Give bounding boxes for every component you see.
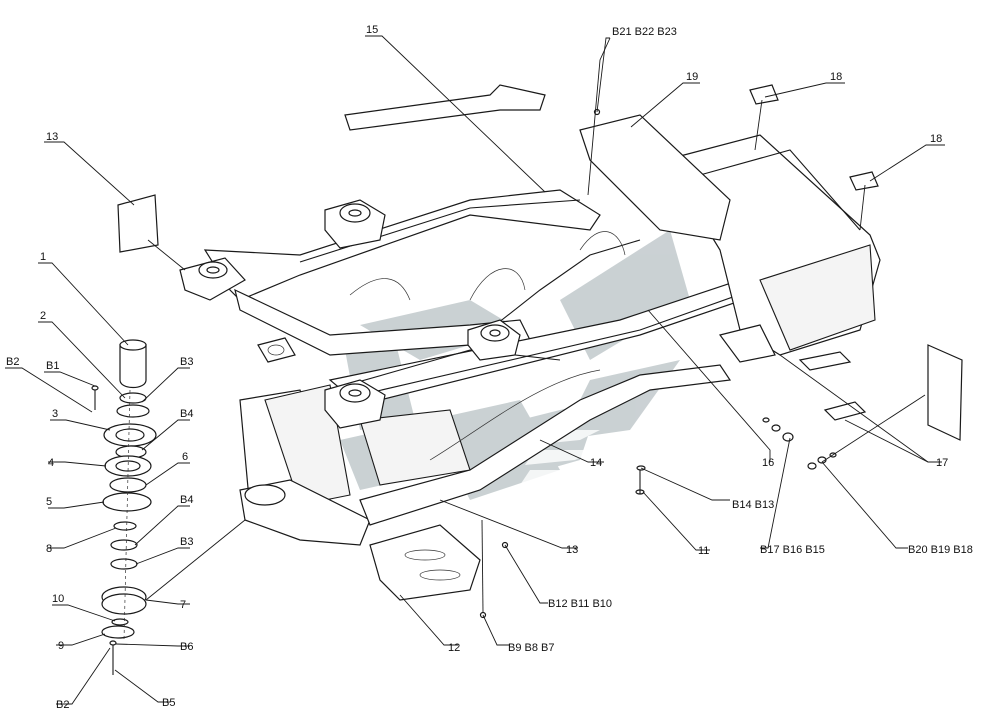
callout-15: 15 [366, 24, 378, 36]
mount-pad [324, 379, 386, 429]
bolt-16 [762, 417, 794, 442]
callout-16: 16 [762, 457, 774, 469]
callout-B17: B17 B16 B15 [760, 544, 825, 556]
side-plate [927, 344, 963, 441]
callout-B6: B6 [180, 641, 193, 653]
mount-pad [324, 199, 386, 249]
callout-19: 19 [686, 71, 698, 83]
callout-B21: B21 B22 B23 [612, 26, 677, 38]
bolt-11 [635, 465, 646, 495]
callout-B4b: B4 [180, 494, 193, 506]
main-frame [179, 114, 881, 601]
callout-3: 3 [52, 408, 58, 420]
callout-17: 17 [936, 457, 948, 469]
callout-12: 12 [448, 642, 460, 654]
callout-B12: B12 B11 B10 [548, 598, 612, 610]
callout-10: 10 [52, 593, 64, 605]
callout-1: 1 [40, 251, 46, 263]
callout-13b: 13 [566, 544, 578, 556]
callout-13a: 13 [46, 131, 58, 143]
callout-B4a: B4 [180, 408, 193, 420]
callout-B1: B1 [46, 360, 59, 372]
bracket-18b [849, 171, 879, 191]
callout-14: 14 [590, 457, 602, 469]
callout-8: 8 [46, 543, 52, 555]
callout-4: 4 [48, 457, 54, 469]
exploded-bearing-stack [91, 339, 157, 675]
callout-B3a: B3 [180, 356, 193, 368]
mount-pad [467, 319, 521, 361]
callout-B9: B9 B8 B7 [508, 642, 554, 654]
callout-B2a: B2 [6, 356, 19, 368]
callout-5: 5 [46, 496, 52, 508]
callout-B20: B20 B19 B18 [908, 544, 973, 556]
leader-lines [5, 35, 945, 705]
callout-18a: 18 [830, 71, 842, 83]
bolt-B20 [807, 452, 837, 470]
callout-11: 11 [698, 545, 709, 557]
callout-labels: 15 B21 B22 B23 19 18 18 13 1 2 B2 B1 B3 … [6, 24, 973, 711]
callout-B3b: B3 [180, 536, 193, 548]
callout-9: 9 [58, 640, 64, 652]
callout-2: 2 [40, 310, 46, 322]
mount-pad [179, 257, 246, 301]
plate-13 [117, 194, 159, 253]
callout-18b: 18 [930, 133, 942, 145]
rail-cover-15 [344, 84, 546, 131]
callout-B14: B14 B13 [732, 499, 774, 511]
callout-B5: B5 [162, 697, 175, 709]
bracket-18a [749, 84, 779, 105]
callout-B2b: B2 [56, 699, 69, 711]
callout-7: 7 [180, 599, 186, 611]
callout-6: 6 [182, 451, 188, 463]
